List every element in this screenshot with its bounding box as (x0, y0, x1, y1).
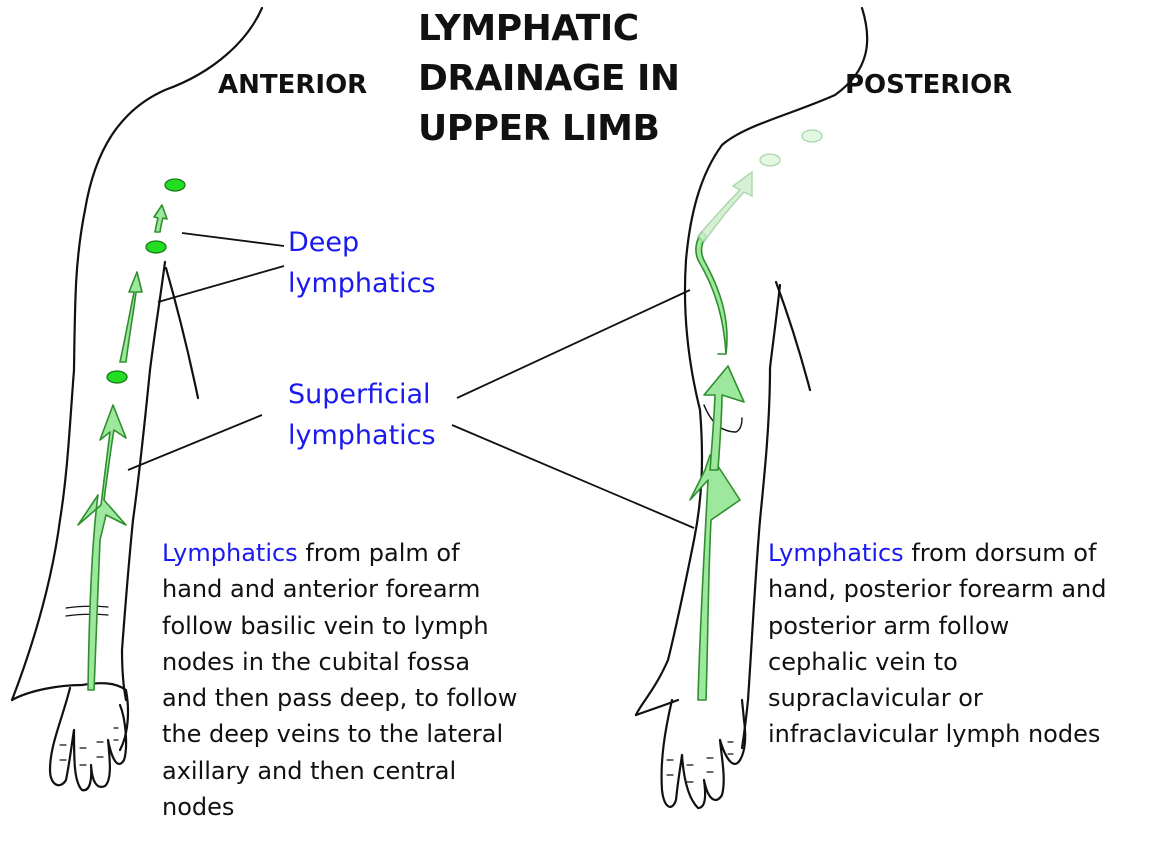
anterior-wrist-crease (66, 606, 108, 616)
posterior-lymph-nodes (760, 130, 822, 166)
deep-leader-to-node (182, 233, 284, 246)
anterior-view-label: ANTERIOR (218, 70, 367, 100)
anterior-desc-line-3: follow basilic vein to lymph (162, 608, 582, 644)
anterior-arm-vessel (120, 272, 142, 362)
anterior-axilla-fold (166, 268, 198, 398)
anterior-desc-line-1: Lymphatics from palm of (162, 535, 582, 571)
anterior-desc-line-5: and then pass deep, to follow (162, 680, 582, 716)
posterior-lymphatic-vessels (690, 232, 744, 700)
infraclavicular-lymph-node (760, 154, 780, 166)
anterior-lymphatic-vessels (78, 205, 167, 690)
anterior-axillary-vessel (154, 205, 167, 232)
posterior-axilla-fold (776, 282, 810, 390)
deep-leader-to-vessel (158, 266, 284, 302)
posterior-clavicular-vessel (698, 172, 752, 242)
anterior-desc-line-4: nodes in the cubital fossa (162, 644, 582, 680)
anterior-description: Lymphatics from palm of hand and anterio… (162, 535, 582, 825)
superficial-label-line-2: lymphatics (288, 415, 436, 456)
anterior-lymph-nodes (107, 179, 185, 383)
posterior-elbow-mark (704, 405, 742, 432)
posterior-desc-lead: Lymphatics (768, 539, 904, 567)
posterior-desc-line-1: Lymphatics from dorsum of (768, 535, 1168, 571)
posterior-desc-line-2: hand, posterior forearm and (768, 571, 1168, 607)
title-line-3: UPPER LIMB (418, 108, 659, 149)
anterior-desc-line-1-rest: from palm of (298, 539, 460, 567)
posterior-forearm-vessel (690, 455, 740, 700)
deep-label-line-2: lymphatics (288, 263, 436, 304)
title-line-1: LYMPHATIC (418, 8, 639, 49)
anterior-desc-line-8: nodes (162, 789, 582, 825)
anterior-forearm-vessel (78, 405, 126, 690)
supraclavicular-lymph-node (802, 130, 822, 142)
central-axillary-lymph-node (165, 179, 185, 191)
posterior-desc-line-4: cephalic vein to (768, 644, 1168, 680)
posterior-desc-line-6: infraclavicular lymph nodes (768, 716, 1168, 752)
deep-label-line-1: Deep (288, 222, 436, 263)
anterior-hand (12, 683, 128, 790)
deep-lymphatics-label: Deep lymphatics (288, 222, 436, 304)
superficial-label-line-1: Superficial (288, 374, 436, 415)
anterior-desc-line-2: hand and anterior forearm (162, 571, 582, 607)
superficial-leader-anterior (128, 415, 262, 470)
title-line-2: DRAINAGE IN (418, 58, 680, 99)
cubital-lymph-node (107, 371, 127, 383)
posterior-cephalic-vessel (696, 232, 727, 354)
superficial-lymphatics-label: Superficial lymphatics (288, 374, 436, 456)
anterior-desc-line-7: axillary and then central (162, 753, 582, 789)
posterior-view-label: POSTERIOR (845, 70, 1012, 100)
posterior-desc-line-1-rest: from dorsum of (904, 539, 1097, 567)
posterior-description: Lymphatics from dorsum of hand, posterio… (768, 535, 1168, 753)
posterior-desc-line-3: posterior arm follow (768, 608, 1168, 644)
anterior-desc-line-6: the deep veins to the lateral (162, 716, 582, 752)
anterior-desc-lead: Lymphatics (162, 539, 298, 567)
superficial-leader-posterior-arm (457, 290, 690, 398)
lateral-axillary-lymph-node (146, 241, 166, 253)
superficial-leader-posterior-forearm (452, 425, 694, 528)
posterior-desc-line-5: supraclavicular or (768, 680, 1168, 716)
